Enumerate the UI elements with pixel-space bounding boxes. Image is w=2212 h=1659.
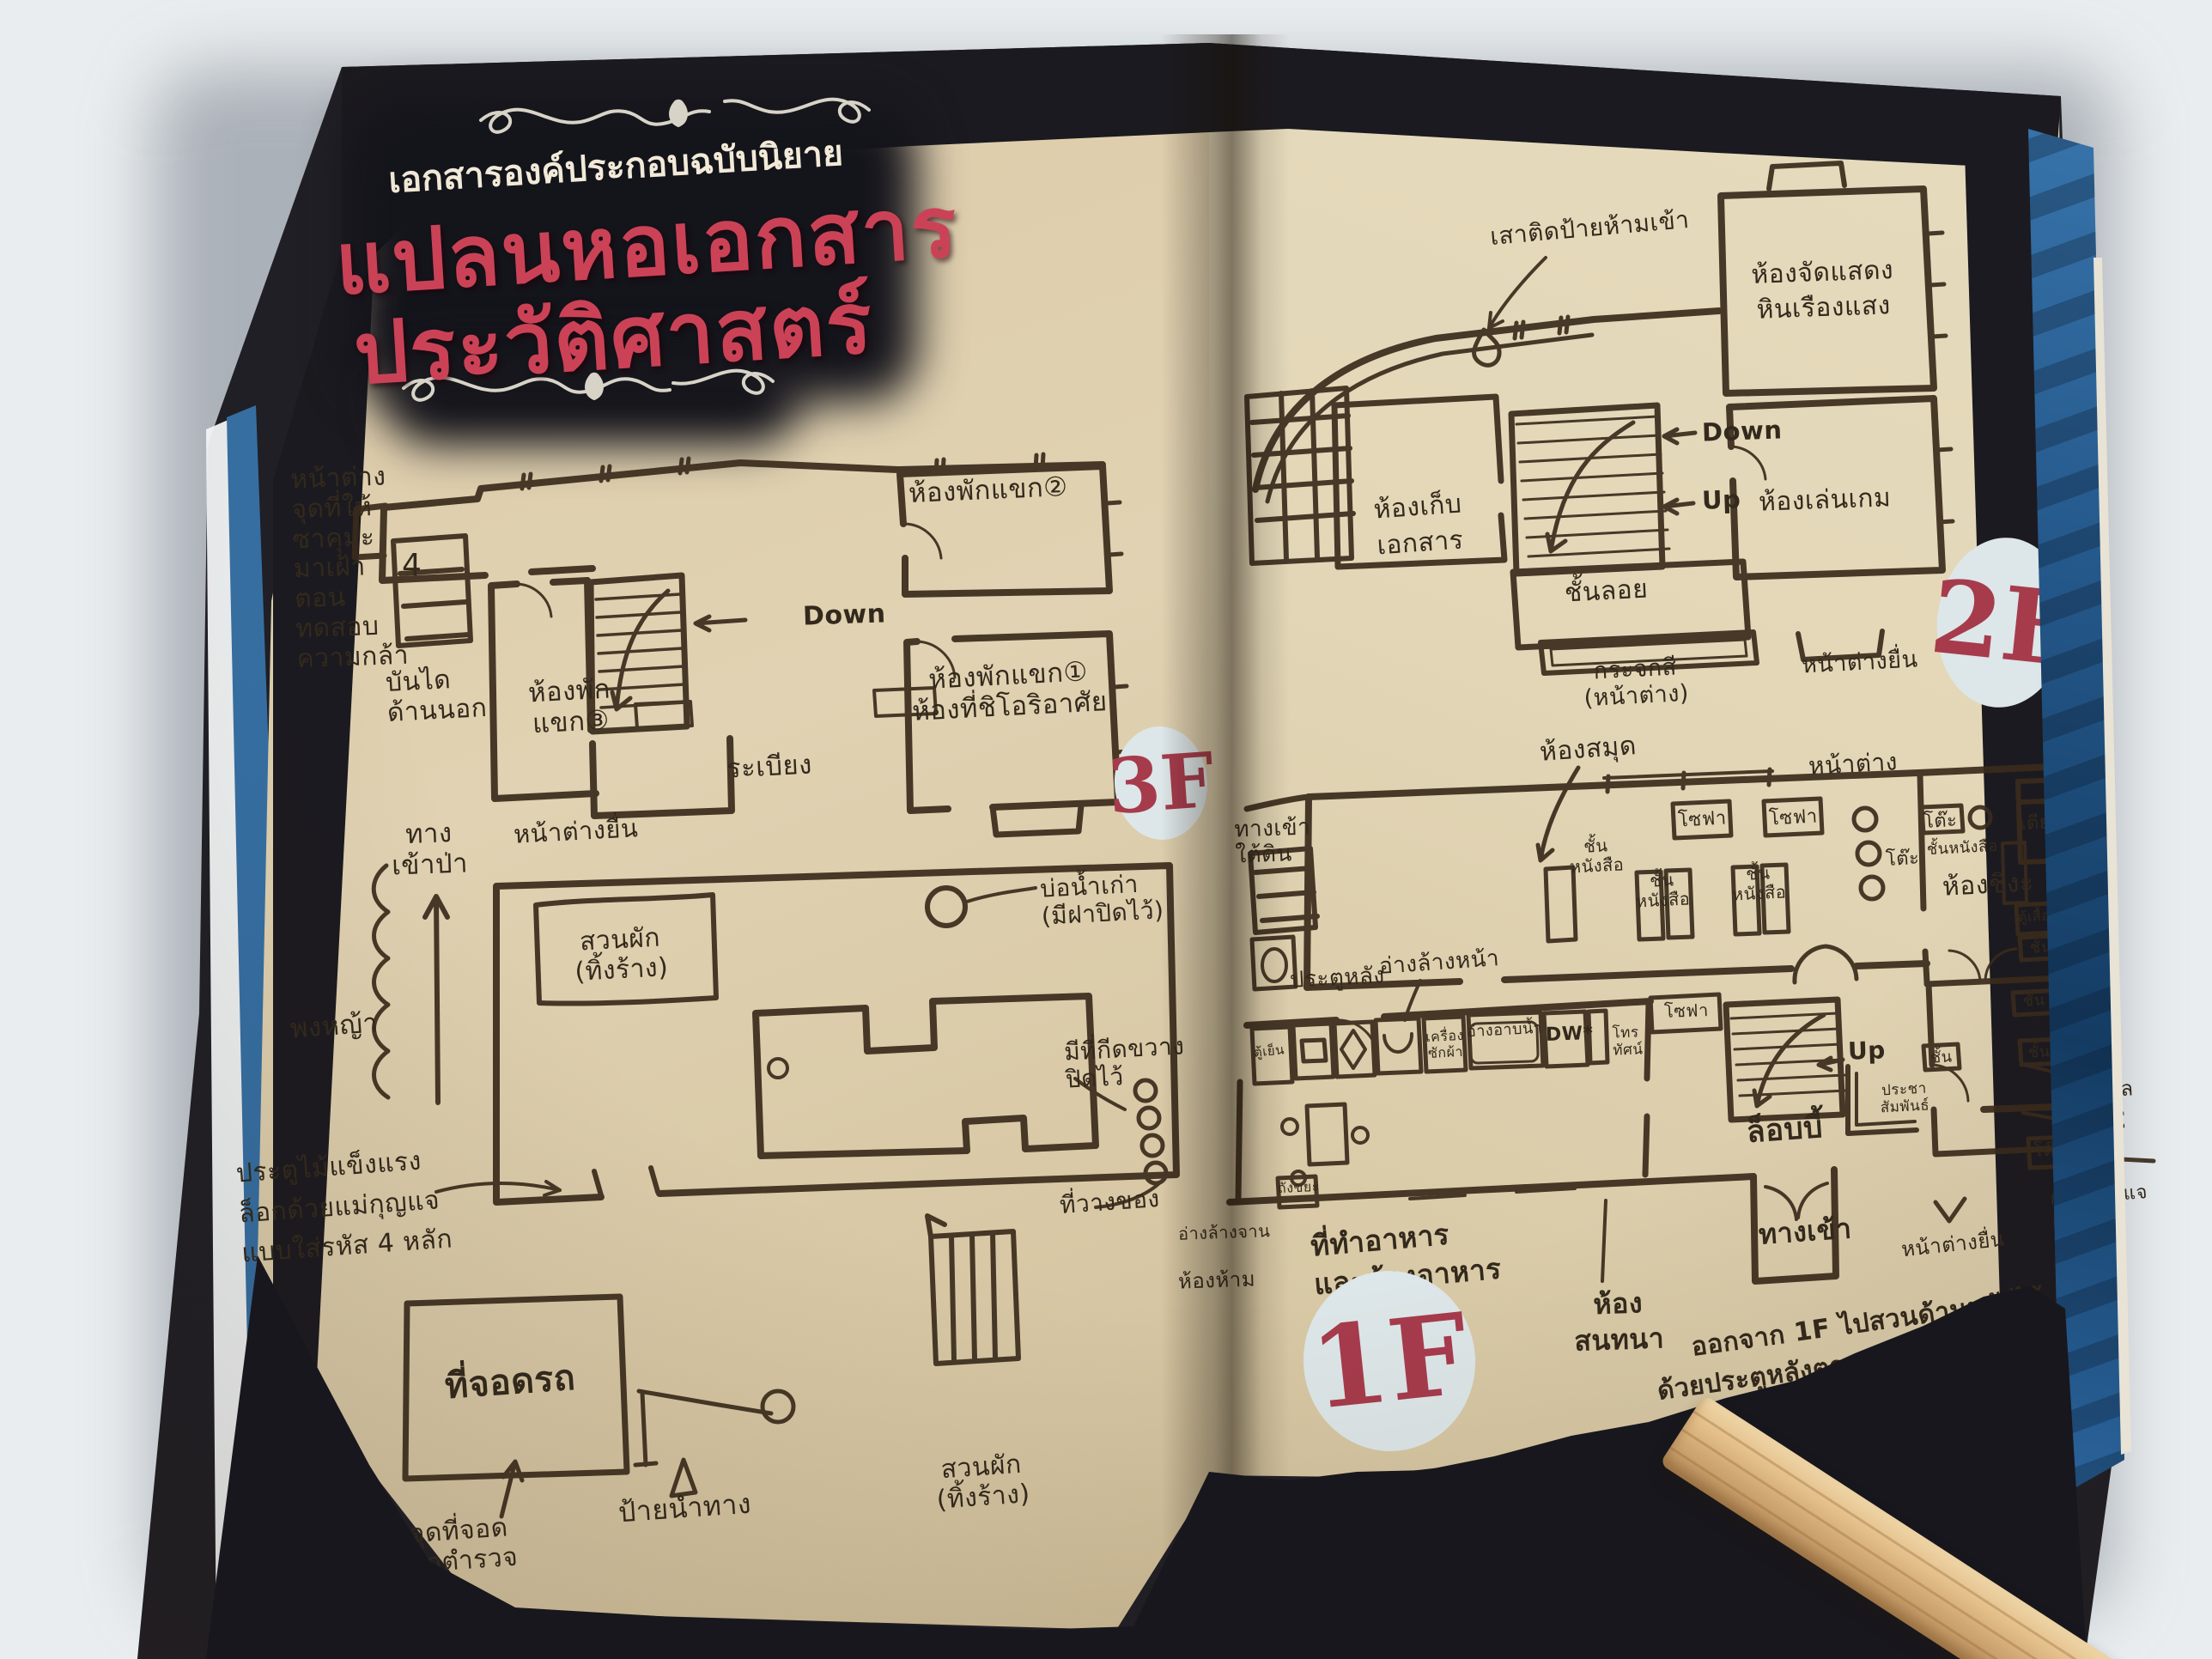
reception-counter-icon	[1845, 1064, 1919, 1136]
label-archive-room: ห้องเก็บ เอกสาร	[1372, 489, 1465, 562]
stool-circles-icon	[1851, 805, 1886, 902]
label-shelf-3: ชั้น	[2027, 1042, 2051, 1062]
label-table-2: โต๊ะ	[1885, 847, 1921, 872]
sofa-icon	[1670, 796, 1825, 841]
label-2f-down: Down	[1701, 415, 1783, 447]
label-wooden-door: ประตูไม้แข็งแรง ล็อกด้วยแม่กุญแจ แบบใส่ร…	[234, 1146, 454, 1269]
outside-stair-icon	[391, 533, 473, 648]
label-2f-up: Up	[1701, 484, 1741, 515]
label-sofa-3: โซฟา	[1663, 1000, 1710, 1022]
label-game-room: ห้องเล่นเกม	[1758, 483, 1892, 518]
badge-1f-text: 1F	[1304, 1287, 1474, 1435]
label-guest-room-3: ห้องพัก แขก③	[527, 673, 611, 740]
stained-glass-icon	[1538, 629, 1759, 676]
label-conversation-room: ห้อง สนทนา	[1573, 1286, 1665, 1358]
label-table-1: โต๊ะ	[1923, 809, 1959, 834]
floor1-walls	[1226, 763, 2156, 1285]
house-footprint	[752, 993, 1099, 1159]
floor-badge-3f: 3F	[1105, 723, 1217, 843]
stair1-arrow-icon	[1752, 1012, 1826, 1109]
label-exhibit-room: ห้องจัดแสดง หินเรืองแสง	[1750, 255, 1894, 325]
label-mezzanine: ชั้นลอย	[1564, 574, 1650, 609]
floor3-walls	[351, 452, 1131, 838]
note-window-sakuma: หน้าต่าง จุดที่ให้ ซาคุมะ มาเฝ้า ตอน ทดส…	[289, 461, 410, 674]
label-forest-path: ทาง เข้าป่า	[391, 817, 469, 882]
signpost-icon	[633, 1389, 796, 1498]
label-shelf-4: ชั้น	[1929, 1048, 1954, 1067]
label-bookshelf-1: ชั้น หนังสือ	[1635, 869, 1691, 912]
stair2-arrow-icon	[1545, 420, 1636, 554]
label-bookshelf-bed: ชั้นหนังสือ	[1926, 836, 1999, 860]
label-shiga-room: ห้องชิงะ	[1942, 867, 2035, 902]
label-trash: ถังขยะ	[1277, 1177, 1321, 1197]
label-basement-entry: ทางเข้า ใต้ดิน	[1233, 814, 1311, 869]
label-dish-sink: อ่างล้างจาน	[1177, 1220, 1271, 1244]
down-label-arrow-icon	[693, 614, 748, 633]
grounds-drawing	[371, 862, 1180, 1519]
dining-table-icon	[1304, 1102, 1350, 1167]
label-sofa-2: โซฟา	[1768, 805, 1819, 830]
label-stair-number: 4	[402, 548, 422, 583]
label-washing-machine: เครื่อง ซักผ้า	[1425, 1026, 1465, 1061]
label-3f-down: Down	[802, 599, 887, 632]
forest-arrow-icon	[422, 894, 450, 1105]
entrance-porch	[1750, 1166, 1839, 1285]
grass-icon	[371, 863, 391, 1100]
label-barrier: มีที่กีดขวาง ปิดไว้	[1063, 1031, 1186, 1095]
watch-window-icon	[351, 502, 389, 561]
library-arrow-icon	[1535, 765, 1581, 863]
label-old-well: บ่อน้ำเก่า (มีฝาปิดไว้)	[1039, 869, 1165, 932]
label-stained-glass: กระจกสี (หน้าต่าง)	[1583, 653, 1690, 713]
label-shelf-2: ชั้น	[2022, 991, 2046, 1011]
police-arrow-icon	[499, 1459, 525, 1519]
label-outside-stairs: บันได ด้านนอก	[385, 665, 489, 728]
no-entry-flame-icon	[1472, 327, 1502, 368]
flourish-top-icon	[479, 97, 871, 134]
label-guest-room-1: ห้องพักแขก① ห้องที่ชิโอริอาศัย	[911, 656, 1109, 727]
label-balcony: ระเบียง	[726, 749, 813, 785]
label-grass: พงหญ้า	[289, 1007, 380, 1045]
label-television: โทร ทัศน์	[1612, 1024, 1644, 1060]
label-forbidden-room: ห้องห้าม	[1177, 1267, 1256, 1294]
old-well-icon	[925, 885, 968, 928]
label-1f-window: หน้าต่าง	[1808, 747, 1899, 781]
flourish-bottom-icon	[402, 368, 775, 402]
label-lobby: ล็อบบี้	[1745, 1109, 1825, 1151]
label-bookshelf-2: ชั้น หนังสือ	[1731, 862, 1787, 905]
label-sofa-1: โซฟา	[1677, 807, 1728, 832]
floor2-walls	[1244, 161, 1955, 676]
label-dumbwaiter: DW*	[1545, 1023, 1594, 1046]
greenhouse-icon	[925, 1213, 1021, 1366]
spiral-stair-icon	[1244, 386, 1356, 566]
label-back-door: ประตูหลัง	[1289, 963, 1386, 994]
storage-circles-icon	[1133, 1078, 1169, 1186]
badge-3f-text: 3F	[1104, 734, 1218, 832]
label-entrance: ทางเข้า	[1757, 1212, 1853, 1251]
label-bookshelf-wall: ชั้น หนังสือ	[1569, 835, 1625, 878]
label-reception: ประชา สัมพันธ์	[1880, 1079, 1930, 1117]
label-vegetable-garden-2: สวนผัก (ทิ้งร้าง)	[935, 1449, 1031, 1516]
label-vegetable-garden: สวนผัก (ทิ้งร้าง)	[574, 922, 670, 988]
label-1f-up: Up	[1847, 1036, 1887, 1066]
stair-down-arrow-icon	[610, 588, 671, 712]
